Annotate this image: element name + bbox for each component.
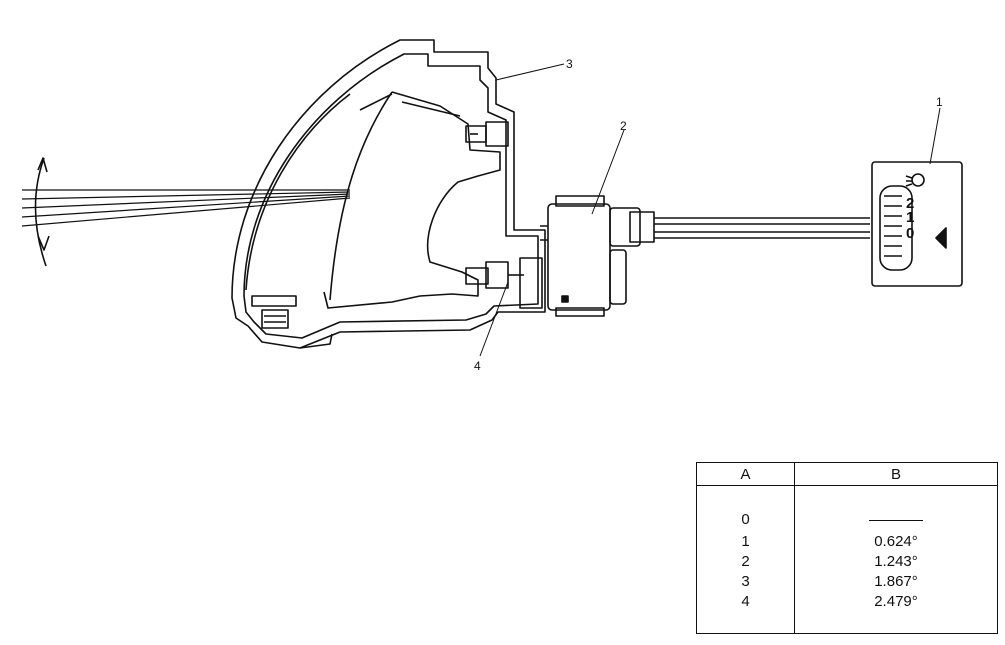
table-row: 4 2.479° bbox=[697, 593, 997, 613]
row-b-dash bbox=[795, 511, 997, 528]
light-beam bbox=[21, 189, 351, 227]
leveling-actuator bbox=[540, 195, 655, 317]
table-row: 0 bbox=[697, 511, 997, 531]
table-row: 2 1.243° bbox=[697, 553, 997, 573]
headlamp-housing bbox=[231, 39, 546, 349]
header-b: B bbox=[890, 466, 901, 483]
row-a: 4 bbox=[741, 593, 750, 610]
callout-2: 2 bbox=[620, 119, 627, 133]
row-b: 1.243° bbox=[874, 553, 918, 570]
table-row: 3 1.867° bbox=[697, 573, 997, 593]
switch-position-1: 1 bbox=[906, 209, 914, 226]
row-a: 0 bbox=[741, 511, 750, 528]
leader-lines bbox=[479, 63, 941, 357]
row-a: 1 bbox=[741, 533, 750, 550]
bulb-holder bbox=[465, 121, 509, 147]
table-row: 1 0.624° bbox=[697, 533, 997, 553]
callout-1: 1 bbox=[936, 95, 943, 109]
row-a: 2 bbox=[741, 553, 750, 570]
actuator-rod bbox=[465, 257, 543, 309]
callout-3: 3 bbox=[566, 57, 573, 71]
headlamp-leveling-diagram: 3 2 1 4 2 1 0 bbox=[21, 39, 963, 373]
header-a: A bbox=[740, 466, 751, 483]
row-b: 2.479° bbox=[874, 593, 918, 610]
dash-line bbox=[869, 519, 923, 521]
tilt-arc-arrow bbox=[34, 157, 50, 267]
switch-position-0: 0 bbox=[906, 225, 914, 242]
angle-table: A B 0 1 0.624° 2 1.243° 3 1.867° 4 2.479… bbox=[696, 462, 998, 634]
leveling-switch bbox=[871, 161, 963, 287]
table-header: A B bbox=[697, 463, 997, 486]
pivot-point bbox=[251, 295, 297, 329]
row-a: 3 bbox=[741, 573, 750, 590]
callout-4: 4 bbox=[474, 359, 481, 373]
reflector bbox=[323, 91, 501, 309]
column-divider bbox=[794, 463, 795, 633]
row-b: 0.624° bbox=[874, 533, 918, 550]
wiring-harness bbox=[654, 217, 870, 239]
row-b: 1.867° bbox=[874, 573, 918, 590]
switch-position-2: 2 bbox=[906, 195, 914, 212]
